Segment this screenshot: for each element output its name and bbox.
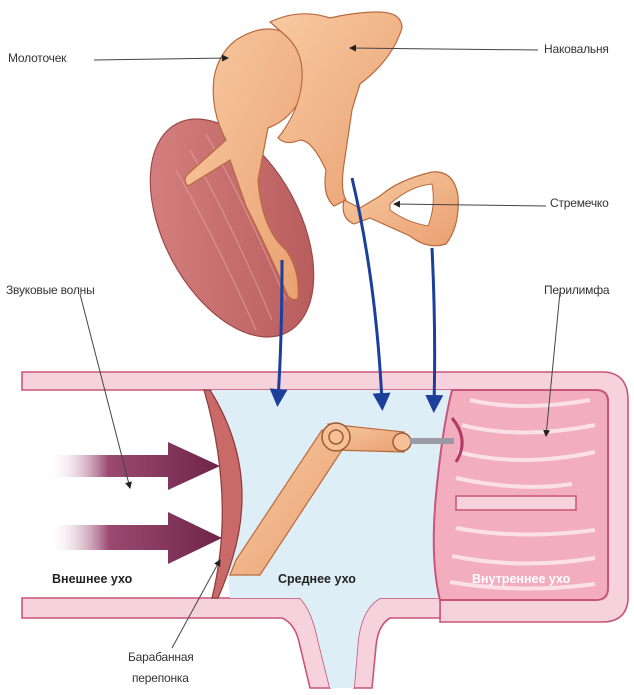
inner-ear	[434, 390, 608, 600]
zone-outer-ear: Внешнее ухо	[52, 572, 132, 586]
label-malleus: Молоточек	[8, 51, 66, 65]
label-perilymph: Перилимфа	[544, 283, 609, 297]
label-sound-waves: Звуковые волны	[6, 283, 95, 297]
stapes	[343, 172, 458, 246]
label-eardrum-line1: Барабанная	[128, 650, 194, 664]
zone-inner-ear: Внутреннее ухо	[472, 572, 570, 586]
zone-middle-ear: Среднее ухо	[278, 572, 356, 586]
sound-wave-arrows	[48, 442, 222, 564]
label-incus: Наковальня	[544, 42, 609, 56]
label-eardrum-line2: перепонка	[132, 671, 189, 685]
label-stapes: Стремечко	[550, 196, 609, 210]
